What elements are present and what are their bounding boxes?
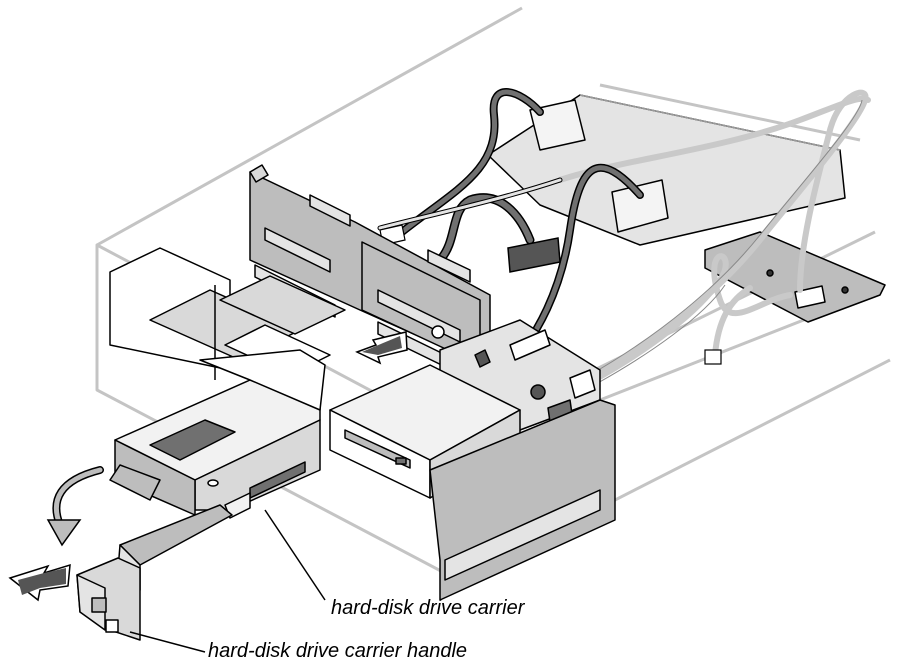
backplane-tab	[249, 164, 269, 183]
backplane-connector	[264, 227, 331, 273]
handle-callout-label: hard-disk drive carrier handle	[208, 640, 468, 662]
planar-board-trace	[579, 94, 841, 151]
handle-callout-leader	[129, 631, 206, 653]
handle-latch-tab	[91, 597, 107, 613]
drive-bay-tray	[219, 275, 346, 335]
chassis-rear-edge	[599, 83, 861, 142]
backplane-connector	[309, 194, 351, 227]
pull-out-arrow-icon	[8, 563, 71, 602]
backplane-connector	[427, 249, 471, 283]
cable-plug-white	[704, 349, 722, 365]
rotate-arrow-head	[46, 519, 82, 547]
side-board-screw-2	[841, 286, 849, 294]
light-cable-outlines	[584, 99, 863, 391]
light-cable-bundle	[557, 89, 871, 388]
board-chip	[474, 349, 491, 368]
handle-arm	[119, 504, 233, 566]
chassis-top-edge-left	[96, 6, 523, 247]
optical-drive-bracket-face	[444, 489, 601, 581]
board-connector-white	[569, 369, 596, 399]
dark-cable-connector	[507, 237, 561, 273]
backplane-screw	[431, 325, 445, 339]
light-cable	[584, 284, 726, 391]
carrier-callout-label: hard-disk drive carrier	[331, 597, 525, 619]
curved-rotate-arrow-icon	[46, 466, 104, 547]
optical-drive-button	[395, 457, 407, 465]
rear-board-connector-2	[611, 179, 669, 233]
planar-board	[487, 94, 846, 246]
optical-drive	[329, 364, 616, 601]
light-cable	[587, 99, 863, 377]
optical-drive-tray-slot	[344, 429, 411, 469]
side-board-screw	[766, 269, 774, 277]
board-capacitor	[530, 384, 546, 400]
carrier-screw-hole	[207, 479, 219, 487]
rotate-arrow-shaft	[53, 467, 103, 528]
carrier-callout-leader	[264, 509, 326, 601]
light-cable	[582, 89, 869, 383]
ribbon-cable	[378, 178, 562, 230]
light-cable	[712, 285, 753, 358]
light-cable	[582, 253, 793, 388]
handle-latch-tab	[105, 619, 119, 633]
dark-cable	[399, 89, 543, 235]
carrier-base	[199, 349, 326, 411]
carrier-label-recess	[149, 419, 236, 461]
handle-grip-front	[76, 574, 106, 631]
drive-cage	[109, 247, 346, 380]
board-connector-white	[509, 329, 551, 361]
dark-cable	[437, 194, 533, 263]
hard-disk-drive-carrier	[109, 349, 326, 519]
hard-disk-drive-carrier-handle	[76, 504, 233, 641]
pull-arrow-handle-shade	[18, 568, 66, 595]
pull-arrow-cage-shade	[362, 336, 402, 355]
pull-out-arrow-icon-cage	[355, 331, 408, 365]
carrier-lip	[109, 464, 161, 501]
